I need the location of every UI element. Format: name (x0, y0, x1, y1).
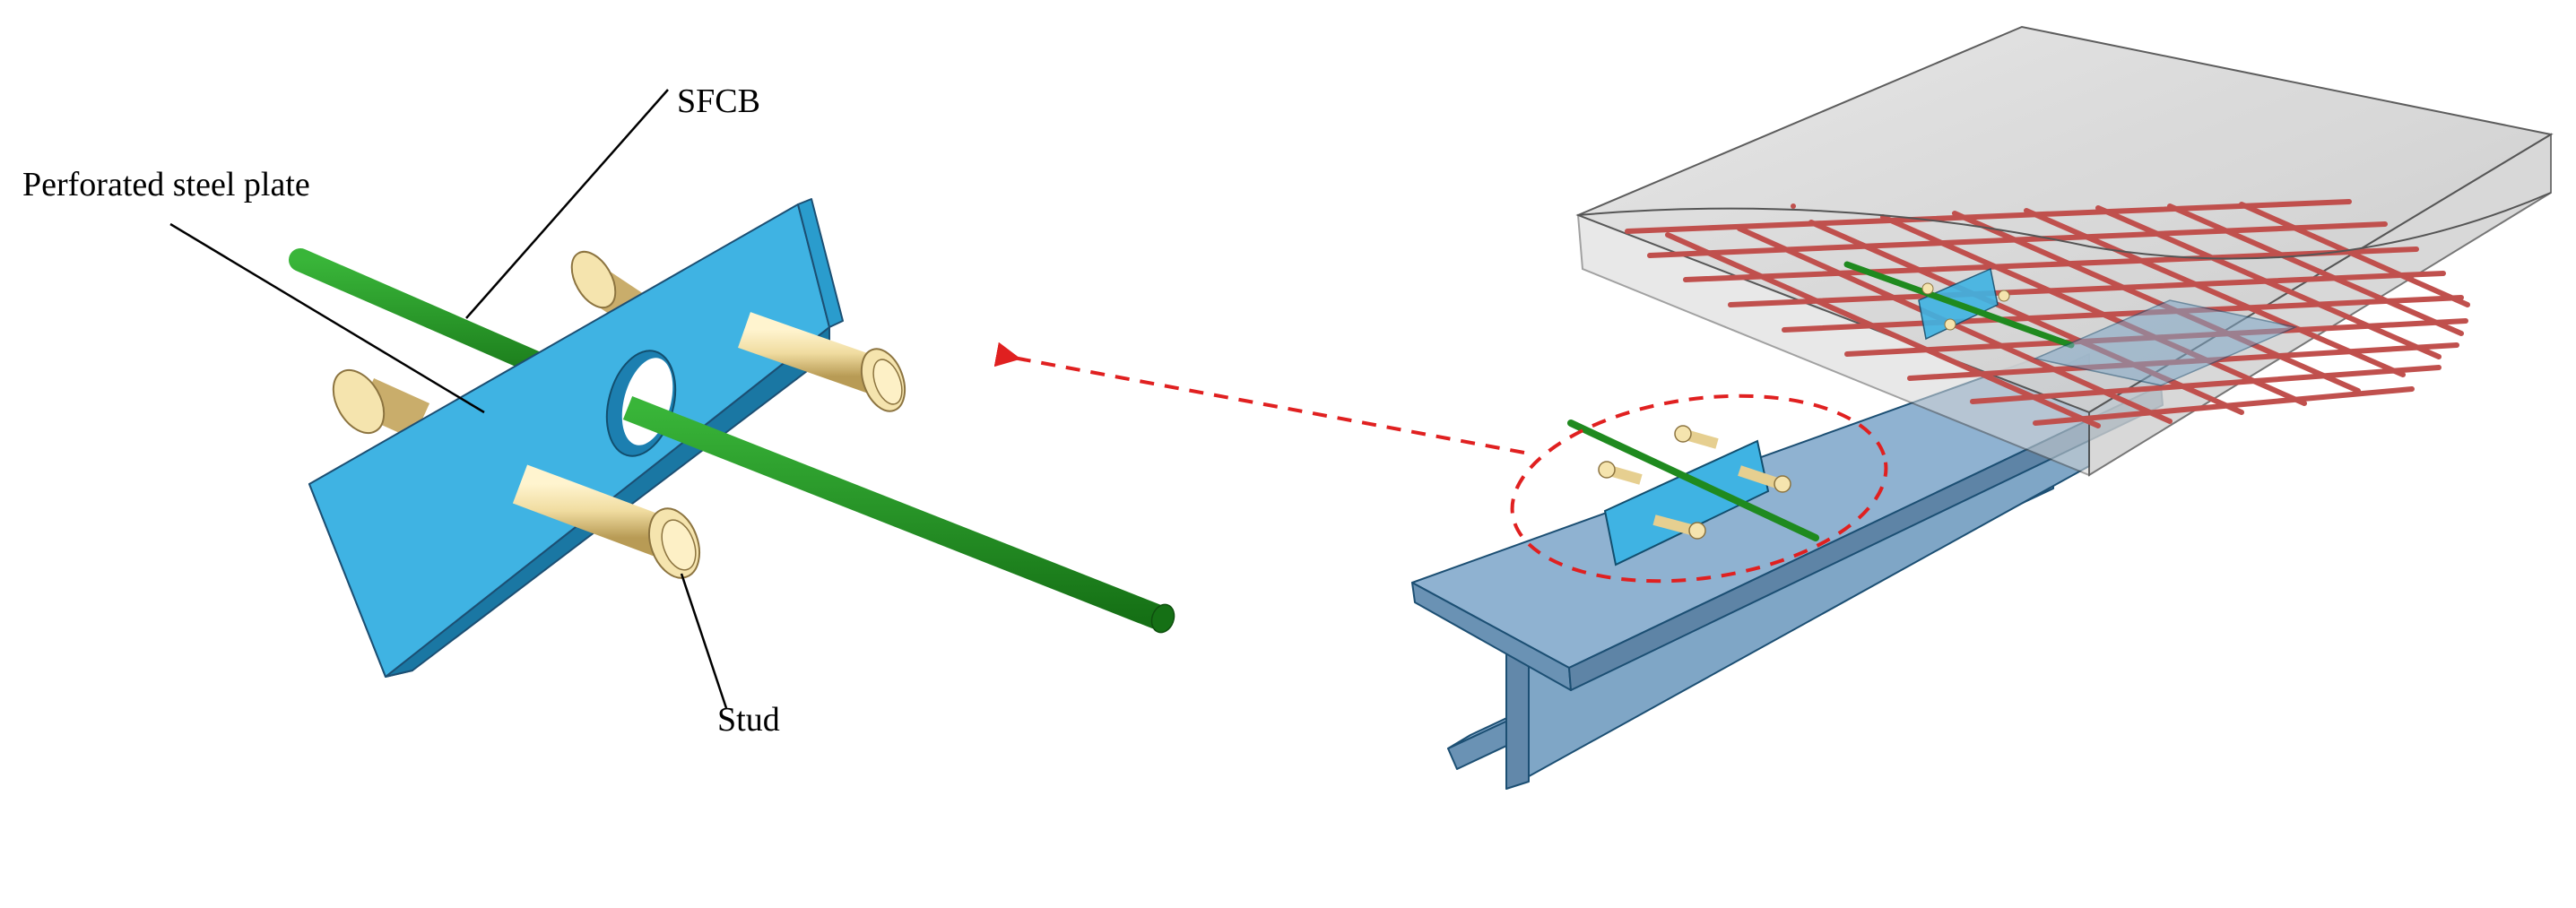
beam-under-slab (2033, 299, 2298, 386)
plate-label: Perforated steel plate (22, 166, 310, 203)
connector-detail: SFCB Perforated steel plate Stud (22, 82, 1175, 739)
stud-lower-left (332, 368, 430, 440)
sfcb-label: SFCB (677, 82, 760, 120)
stud-leader-line (680, 573, 728, 709)
beam-connector (1567, 419, 1819, 566)
concrete-slab (1575, 25, 2554, 477)
callout-arrow (993, 342, 1525, 454)
plate-leader-line (169, 222, 485, 414)
stud-label: Stud (717, 701, 780, 739)
stud-upper-right (738, 312, 906, 412)
slab-connector (1843, 261, 2075, 349)
steel-i-beam (1411, 353, 2164, 790)
composite-beam (1411, 25, 2554, 790)
highlight-ellipse (1510, 393, 1888, 584)
stud-lower-right (512, 464, 701, 579)
sfcb-bar-front (622, 395, 1175, 634)
sfcb-leader-line (465, 89, 669, 319)
